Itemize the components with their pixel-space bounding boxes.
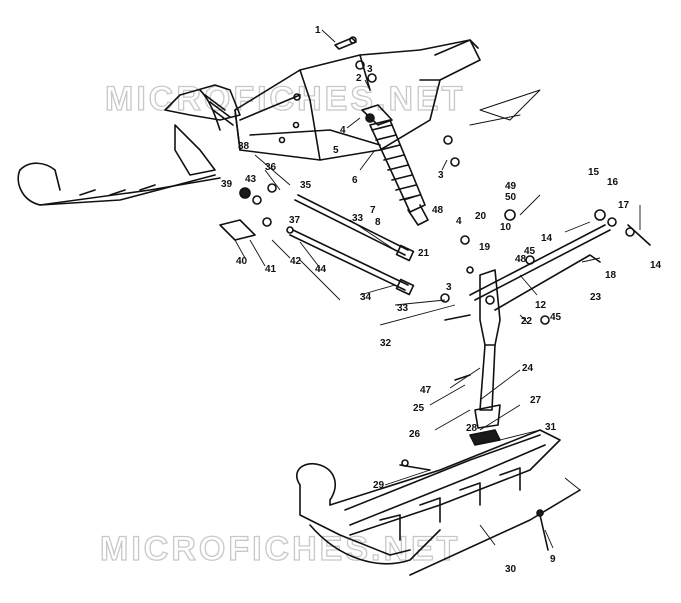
callout-label: 3 [446,282,452,293]
callout-label: 10 [500,222,512,233]
callout-label: 45 [550,312,562,323]
bolt-upper [334,36,357,50]
callout-label: 8 [375,217,381,228]
leader-lines [234,29,641,549]
callout-label: 19 [479,242,491,253]
callout-label: 48 [432,205,444,216]
callout-label: 49 [505,181,517,192]
spindle [469,269,501,446]
callout-label: 14 [650,260,662,271]
callout-label: 4 [340,125,346,136]
callout-label: 36 [265,162,277,173]
shock-absorber [361,104,429,226]
callout-label: 21 [418,248,430,259]
callout-label: 14 [541,233,553,244]
callout-label: 7 [370,205,376,216]
callout-label: 6 [352,175,358,186]
watermark-top: MICROFICHES.NET [105,80,465,118]
callout-labels: 1 2 3 3 3 4 4 5 6 7 8 9 10 12 14 14 15 1… [221,25,662,575]
callout-label: 27 [530,395,542,406]
callout-label: 34 [360,292,372,303]
callout-label: 44 [315,264,327,275]
radius-rod [469,209,651,311]
callout-label: 3 [367,64,373,75]
callout-label: 37 [289,215,301,226]
callout-label: 31 [545,422,557,433]
callout-label: 47 [420,385,432,396]
callout-label: 4 [456,216,462,227]
wear-bar-bolt [536,509,549,551]
callout-label: 2 [356,73,362,84]
callout-label: 43 [245,174,257,185]
callout-label: 35 [300,180,312,191]
callout-label: 16 [607,177,619,188]
callout-label: 20 [475,211,487,222]
callout-label: 28 [466,423,478,434]
callout-label: 24 [522,363,534,374]
hardware [219,60,550,471]
callout-label: 30 [505,564,517,575]
callout-label: 1 [315,25,321,36]
callout-label: 33 [352,213,364,224]
callout-label: 29 [373,480,385,491]
tie-rods [289,194,415,296]
callout-label: 17 [618,200,630,211]
callout-label: 45 [524,246,536,257]
callout-label: 42 [290,256,302,267]
callout-label: 22 [521,316,533,327]
front-ski [296,429,581,576]
callout-label: 41 [265,264,277,275]
callout-label: 33 [397,303,409,314]
callout-label: 32 [380,338,392,349]
callout-label: 25 [413,403,425,414]
left-ski-assembly [17,84,241,206]
callout-label: 50 [505,192,517,203]
callout-label: 40 [236,256,248,267]
callout-label: 9 [550,554,556,565]
callout-label: 39 [221,179,233,190]
watermark-bottom: MICROFICHES.NET [100,530,460,568]
callout-label: 26 [409,429,421,440]
callout-label: 23 [590,292,602,303]
callout-label: 18 [605,270,617,281]
callout-label: 5 [333,145,339,156]
callout-label: 38 [238,141,250,152]
chassis-frame [234,39,541,161]
callout-label: 48 [515,254,527,265]
callout-label: 15 [588,167,600,178]
callout-label: 12 [535,300,547,311]
callout-label: 3 [438,170,444,181]
